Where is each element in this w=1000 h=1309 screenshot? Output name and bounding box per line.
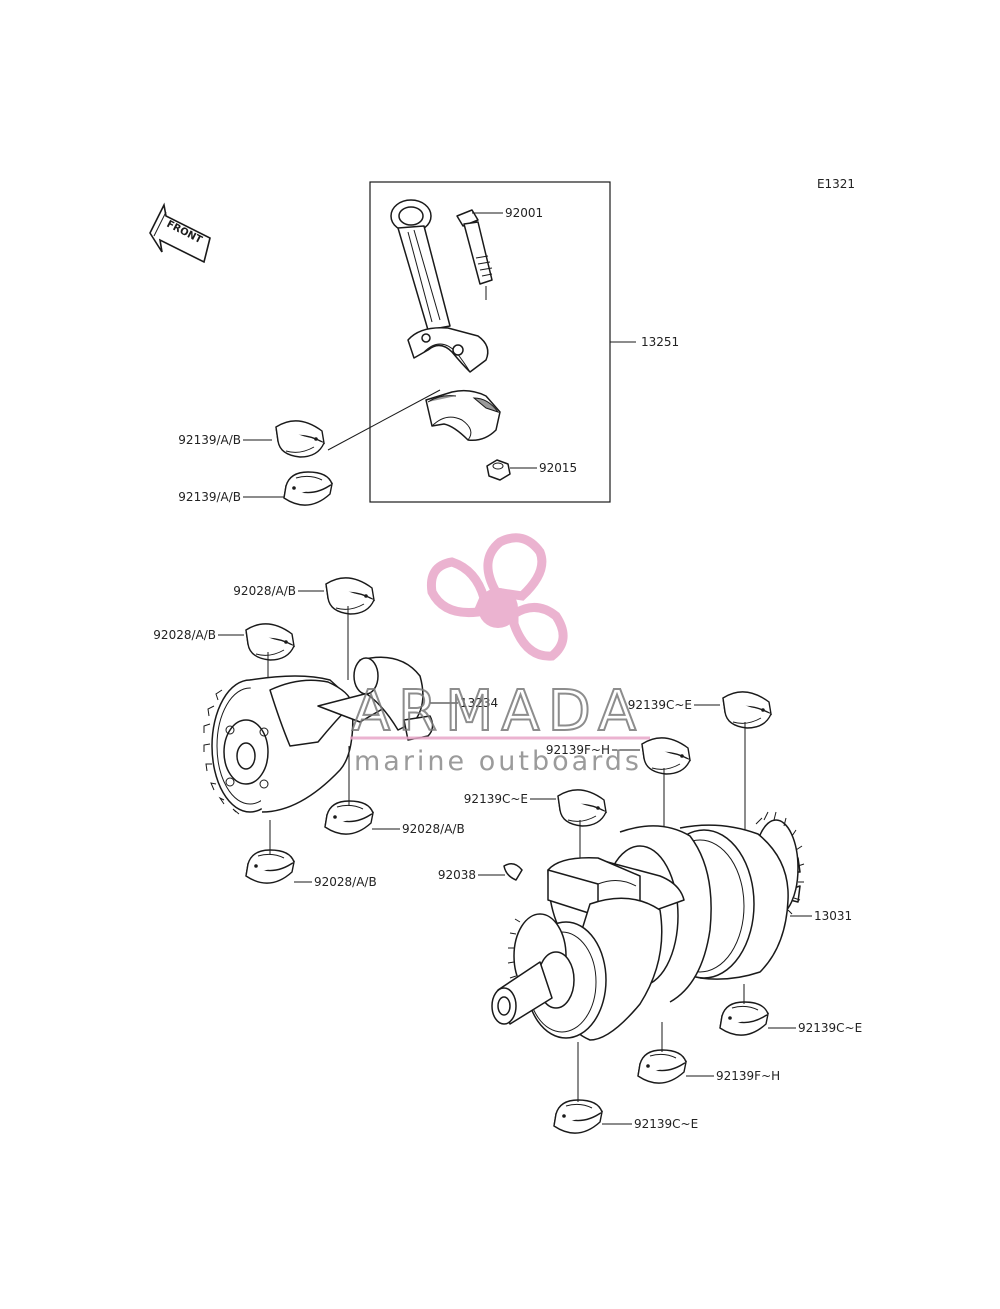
label-balancer-bearing-3: 92028/A/B — [402, 822, 465, 836]
label-bolt: 92001 — [505, 206, 543, 220]
label-main-bearing-2: 92139F~H — [546, 743, 610, 757]
balancer-bearing-1 — [325, 577, 375, 615]
main-bearing-3 — [557, 789, 607, 827]
label-main-bearing-5: 92139F~H — [716, 1069, 780, 1083]
connecting-rod — [390, 199, 489, 373]
front-arrow-icon: FRONT — [149, 202, 211, 264]
watermark-tagline: marine outboards — [354, 746, 642, 777]
label-conrod-bearing-lower: 92139/A/B — [178, 490, 241, 504]
main-bearing-2 — [641, 737, 691, 775]
balancer-shaft — [203, 656, 434, 815]
nut — [486, 459, 511, 481]
rod-cap — [425, 389, 501, 442]
bolt — [456, 209, 493, 300]
main-bearing-6 — [553, 1099, 603, 1134]
diagram-code: E1321 — [817, 177, 855, 191]
watermark-brand: ARMADA — [352, 679, 644, 744]
label-main-bearing-6: 92139C~E — [634, 1117, 698, 1131]
propeller-logo-icon — [426, 533, 568, 661]
label-main-bearing-4: 92139C~E — [798, 1021, 862, 1035]
label-balancer-bearing-2: 92028/A/B — [153, 628, 216, 642]
balancer-bearing-4 — [245, 849, 295, 884]
label-main-bearing-1: 92139C~E — [628, 698, 692, 712]
label-crankshaft: 13031 — [814, 909, 852, 923]
key — [503, 863, 523, 881]
conrod-bearing-lower — [283, 471, 333, 506]
main-bearing-5 — [637, 1049, 687, 1084]
conrod-bearing-upper — [275, 420, 325, 458]
label-key: 92038 — [438, 868, 476, 882]
label-balancer-shaft: 13234 — [460, 696, 498, 710]
label-balancer-bearing-4: 92028/A/B — [314, 875, 377, 889]
balancer-bearing-2 — [245, 623, 295, 661]
label-balancer-bearing-1: 92028/A/B — [233, 584, 296, 598]
armada-watermark: ARMADA marine outboards — [350, 533, 650, 777]
crankshaft — [491, 811, 805, 1041]
main-bearing-1 — [722, 691, 772, 729]
label-conrod-bearing-upper: 92139/A/B — [178, 433, 241, 447]
label-main-bearing-3: 92139C~E — [464, 792, 528, 806]
main-bearing-4 — [719, 1001, 769, 1036]
label-nut: 92015 — [539, 461, 577, 475]
label-conrod-assy: 13251 — [641, 335, 679, 349]
